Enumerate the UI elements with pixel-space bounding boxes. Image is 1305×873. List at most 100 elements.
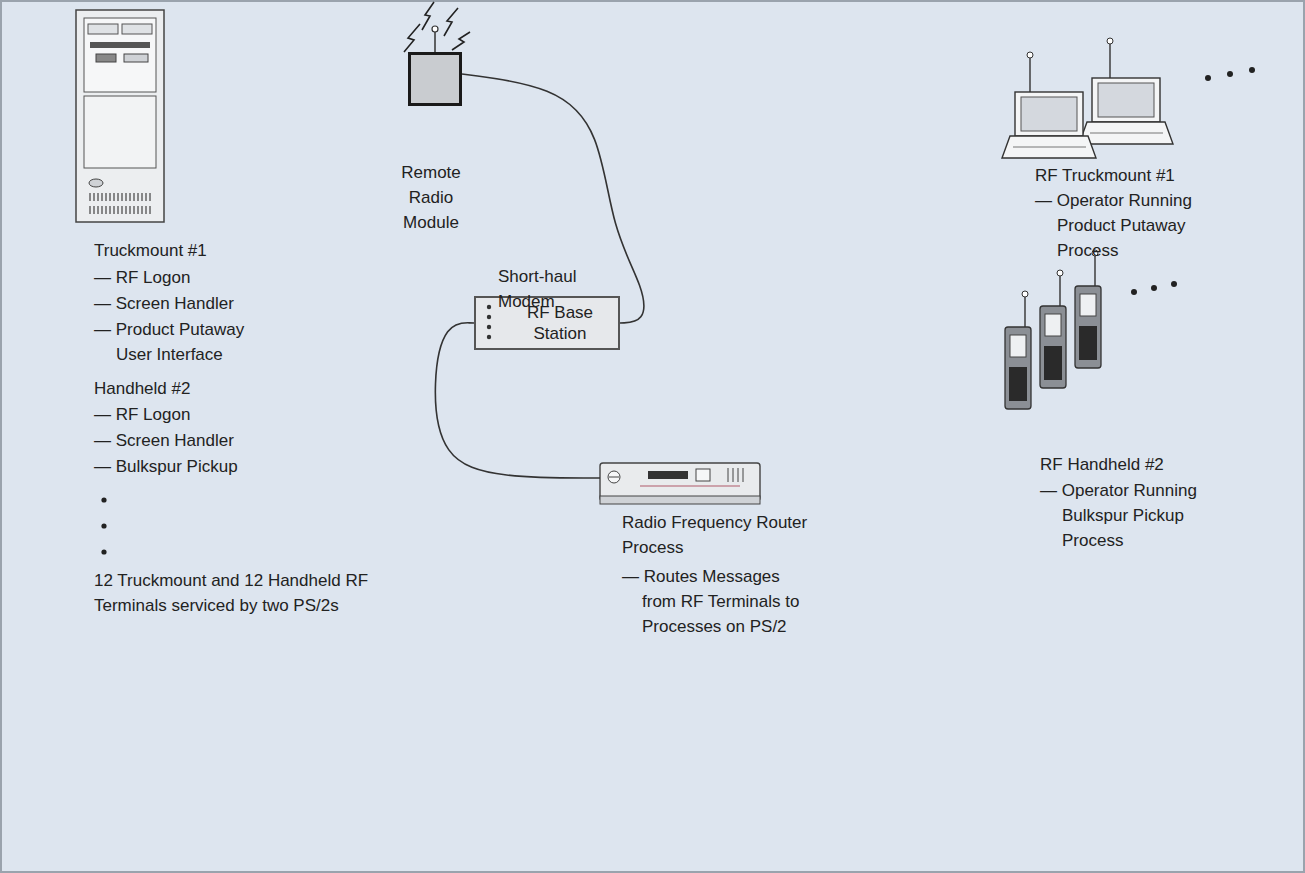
handheld-terminal-part [1075,286,1101,368]
modem-cable [462,74,644,323]
ps2-tower-part [90,193,150,214]
caption-text: Handheld #2 [94,376,334,401]
laptop-terminal-part [1079,122,1173,144]
laptop-terminal-part [1098,83,1154,117]
status-light [487,305,491,309]
caption-text: — Screen Handler [94,428,334,453]
module-antenna-part [432,26,438,32]
router-device-part [728,468,743,482]
radio-module-box-part [410,54,461,105]
ellipsis-dots-part [101,523,106,528]
radio-waves-part [444,8,458,36]
caption-text: — Operator Running Bulkspur Pickup Proce… [1040,478,1225,553]
ps2-tower-part [89,179,103,187]
node-title: Remote Radio Module [400,160,462,235]
caption-text: — Product Putaway User Interface [94,317,274,367]
router-device-part [600,463,760,501]
node-body: Radio Frequency Router Process— Routes M… [600,510,812,639]
connector-label: Short-haul Modem [498,264,588,314]
laptop-terminal-part [1107,38,1113,44]
ellipsis-dots-part [1171,281,1177,287]
caption-text: — RF Logon [94,402,334,427]
laptop-terminal-part [1027,52,1033,58]
ps2-tower-part [88,24,118,34]
caption-text: — Operator Running Product Putaway Proce… [1035,188,1220,263]
handheld-terminal-part [1045,314,1061,336]
caption-text: 12 Truckmount and 12 Handheld RF Termina… [94,568,394,618]
router-device-part [640,485,740,486]
router-device [600,463,760,504]
laptop-terminal-part [1021,97,1077,131]
ps2-tower-part [76,10,164,222]
radio-waves-part [452,32,470,50]
router-device-part [600,496,760,504]
handheld-terminal-part [1044,346,1062,380]
laptop-terminal [1079,38,1173,144]
laptop-terminal-part [1013,147,1086,148]
caption-text: RF Truckmount #1 [1035,163,1265,188]
caption-text: — Bulkspur Pickup [94,454,334,479]
router-device-part [696,469,710,481]
laptop-terminal-part [1090,133,1163,134]
node-body: Remote Radio Module [400,160,462,235]
handheld-terminal-part [1022,291,1028,297]
caption-text: Truckmount #1 [94,238,334,263]
laptop-terminal-part [1109,44,1110,78]
ps2-tower-part [90,42,150,48]
handheld-terminal-part [1079,326,1097,360]
caption-text: RF Handheld #2 [1040,452,1270,477]
handheld-terminal [1075,250,1101,368]
caption-text: — RF Logon [94,265,334,290]
handheld-terminal-part [1010,335,1026,357]
ps2-tower-part [124,54,148,62]
ellipsis-dots-part [1227,71,1233,77]
status-light [487,315,491,319]
laptop-terminal-part [1092,78,1160,122]
ellipsis-dots-part [1205,75,1211,81]
ps2-tower-part [84,96,156,168]
ellipsis-dots-part [1249,67,1255,73]
ellipsis-dots [101,497,106,554]
status-light [487,325,491,329]
ellipsis-dots-part [1151,285,1157,291]
router-process: Radio Frequency Router Process— Routes M… [600,462,812,639]
ellipsis-dots-part [101,497,106,502]
ps2-tower-part [96,54,116,62]
ellipsis-dots-part [1131,289,1137,295]
handheld-terminal-part [1005,327,1031,409]
router-device-part [608,471,620,483]
ps2-tower [76,10,164,222]
node-title: Radio Frequency Router Process [622,510,812,560]
laptop-terminal-part [1015,92,1083,136]
ellipsis-dots-part [101,549,106,554]
handheld-terminal-part [1040,306,1066,388]
node-note: — Routes Messages from RF Terminals to P… [622,564,812,639]
ellipsis-dots [1205,67,1255,81]
radio-waves [404,2,470,52]
status-lights [485,300,493,344]
handheld-terminal-part [1080,294,1096,316]
module-antenna [432,26,438,52]
radio-waves-part [404,24,420,52]
handheld-terminal-part [1009,367,1027,401]
laptop-terminal-part [1029,58,1030,92]
caption-text: — Screen Handler [94,291,334,316]
handheld-terminal [1005,291,1031,409]
handheld-terminal-part [1024,297,1025,327]
ellipsis-dots [1131,281,1177,295]
status-light [487,335,491,339]
module-antenna-part [434,32,436,52]
laptop-terminal-part [1002,136,1096,158]
handheld-terminal-part [1094,256,1095,286]
radio-module: Remote Radio Module [400,48,462,235]
router-device-part [609,477,619,478]
laptop-terminal [1002,52,1096,158]
ps2-tower-part [84,18,156,92]
handheld-terminal [1040,270,1066,388]
radio-module-box [410,54,461,105]
ps2-tower-part [122,24,152,34]
